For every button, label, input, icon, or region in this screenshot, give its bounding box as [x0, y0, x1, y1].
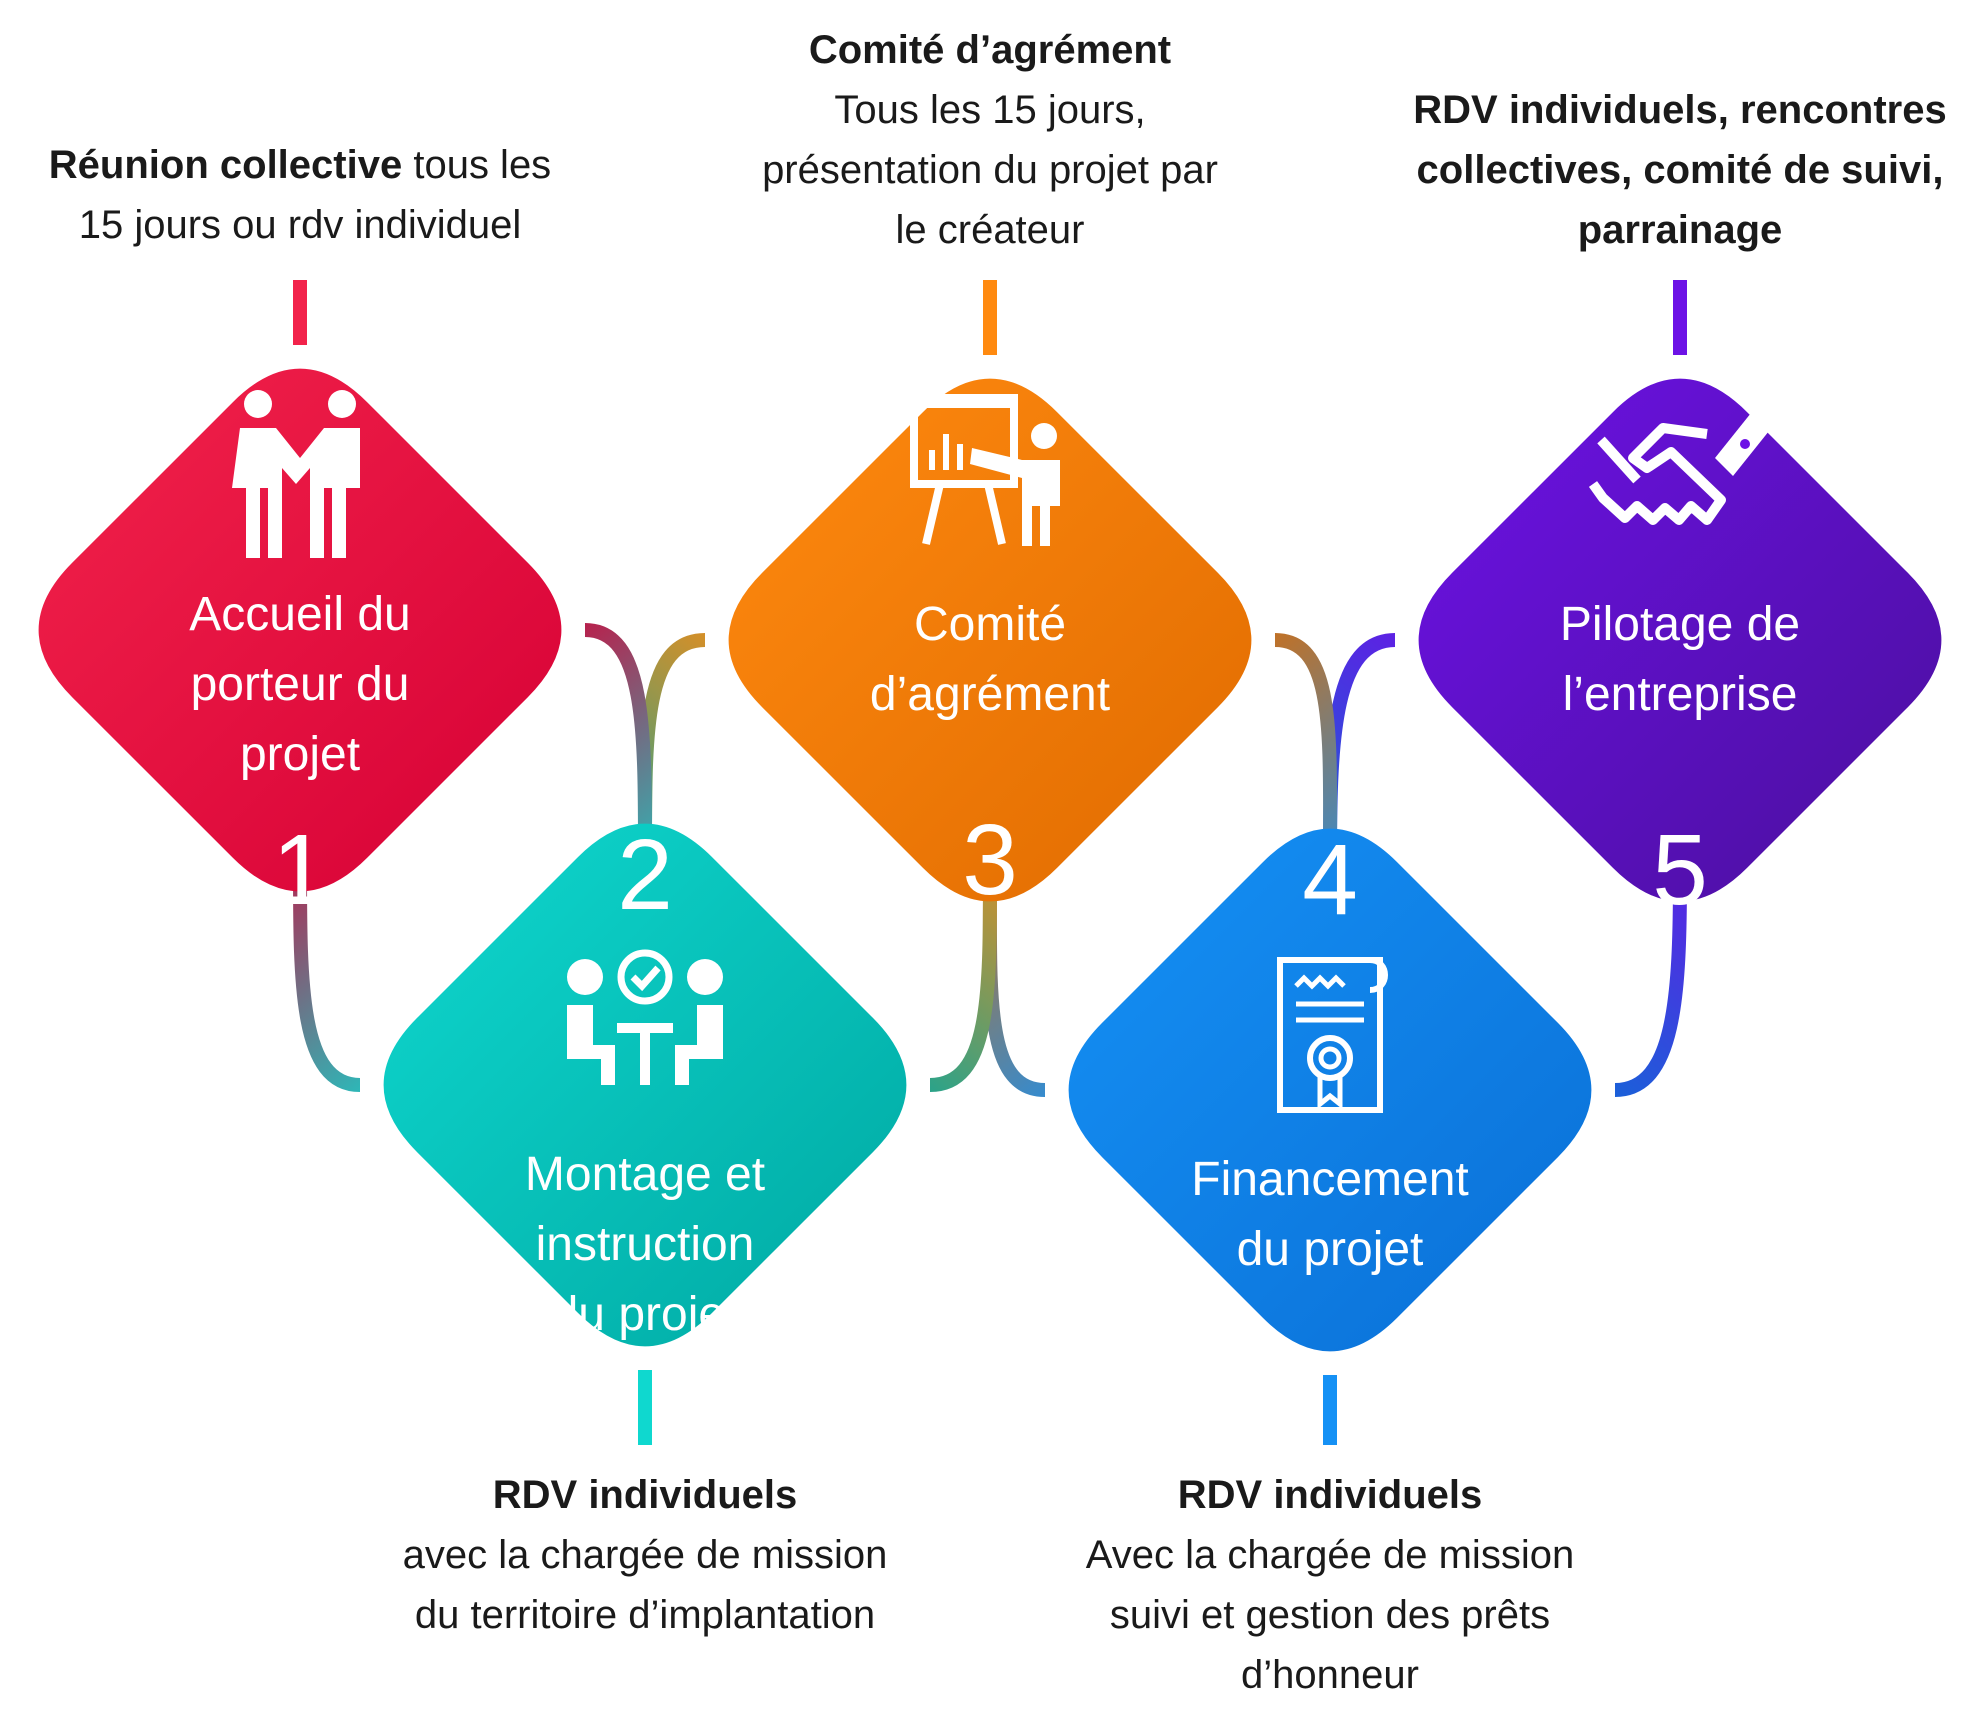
presentation-board-icon: [910, 394, 1060, 546]
step-title-line: du projet: [1236, 1223, 1424, 1276]
caption-line: suivi et gestion des prêts: [1030, 1585, 1630, 1645]
caption-bold-text: RDV individuels: [492, 1473, 798, 1517]
caption-line: Avec la chargée de mission: [1030, 1525, 1630, 1585]
step-1-title: Accueil du porteur du projet: [100, 580, 500, 790]
step-title-line: Accueil du: [189, 588, 411, 641]
connector-b-4-5: [1614, 874, 1687, 1097]
step-1-number: 1: [272, 814, 328, 926]
step-title-line: Financement: [1191, 1153, 1469, 1206]
handshake-people-icon: [232, 390, 360, 558]
caption-text: 15 jours ou rdv individuel: [78, 203, 522, 247]
caption-line: RDV individuels: [345, 1465, 945, 1525]
caption-line: parrainage: [1380, 200, 1980, 260]
caption-text: d’honneur: [1241, 1653, 1419, 1697]
step-5-number: 5: [1652, 814, 1708, 926]
step-title-line: Pilotage de: [1559, 598, 1801, 651]
step-3-title: Comité d’agrément: [790, 590, 1190, 730]
caption-line: 15 jours ou rdv individuel: [0, 195, 600, 255]
meeting-approval-icon: [567, 949, 723, 1085]
caption-line: collectives, comité de suivi,: [1380, 140, 1980, 200]
step-1-diamond: [38, 368, 562, 892]
step-title-line: instruction: [535, 1218, 755, 1271]
caption-text: le créateur: [895, 208, 1085, 252]
caption-bold-text: Comité d’agrément: [808, 28, 1172, 72]
connector-1-2: [293, 864, 361, 1092]
step-4-diamond: [1068, 828, 1592, 1352]
caption-text: avec la chargée de mission: [402, 1533, 888, 1577]
caption-bold-text: parrainage: [1577, 208, 1783, 252]
step-2-number: 2: [617, 819, 673, 931]
step-5-caption: RDV individuels, rencontres collectives, …: [1380, 80, 1980, 260]
caption-text: présentation du projet par: [762, 148, 1218, 192]
step-2-title: Montage et instruction du projet: [445, 1140, 845, 1350]
caption-text: suivi et gestion des prêts: [1109, 1593, 1551, 1637]
handshake-icon: [1588, 408, 1773, 525]
step-3-diamond: [728, 378, 1252, 902]
caption-text: tous les: [402, 143, 552, 187]
step-4-number: 4: [1302, 824, 1358, 936]
caption-line: du territoire d’implantation: [345, 1585, 945, 1645]
step-title-line: du projet: [551, 1288, 739, 1341]
connector-4-5: [1323, 633, 1396, 856]
caption-line: Réunion collective tous les: [0, 135, 600, 195]
connector-b-1-2: [584, 623, 652, 851]
caption-bold-text: collectives, comité de suivi,: [1416, 148, 1944, 192]
caption-line: d’honneur: [1030, 1645, 1630, 1705]
step-3-number: 3: [962, 804, 1018, 916]
step-title-line: porteur du: [190, 658, 410, 711]
caption-line: RDV individuels, rencontres: [1380, 80, 1980, 140]
step-title-line: projet: [239, 728, 361, 781]
step-title-line: d’agrément: [869, 668, 1111, 721]
step-2-caption: RDV individuels avec la chargée de missio…: [345, 1465, 945, 1645]
step-title-line: Comité: [913, 598, 1067, 651]
step-5-title: Pilotage de l’entreprise: [1480, 590, 1880, 730]
caption-text: du territoire d’implantation: [414, 1593, 876, 1637]
step-title-line: Montage et: [524, 1148, 766, 1201]
step-5-diamond: [1418, 378, 1942, 902]
step-title-line: l’entreprise: [1562, 668, 1798, 721]
caption-bold-text: RDV individuels: [1177, 1473, 1483, 1517]
caption-text: Tous les 15 jours,: [834, 88, 1146, 132]
step-4-title: Financement du projet: [1130, 1145, 1530, 1285]
step-1-caption: Réunion collective tous les 15 jours ou r…: [0, 135, 600, 255]
caption-line: avec la chargée de mission: [345, 1525, 945, 1585]
caption-bold-text: Réunion collective: [48, 143, 403, 187]
connector-b-3-4: [1274, 633, 1338, 856]
connector-b-2-3: [929, 874, 997, 1092]
caption-line: le créateur: [690, 200, 1290, 260]
certificate-scroll-icon: [1277, 957, 1388, 1113]
caption-line: présentation du projet par: [690, 140, 1290, 200]
caption-line: Tous les 15 jours,: [690, 80, 1290, 140]
caption-bold-text: RDV individuels, rencontres: [1413, 88, 1947, 132]
caption-line: RDV individuels: [1030, 1465, 1630, 1525]
caption-text: Avec la chargée de mission: [1085, 1533, 1575, 1577]
caption-line: Comité d’agrément: [690, 20, 1290, 80]
